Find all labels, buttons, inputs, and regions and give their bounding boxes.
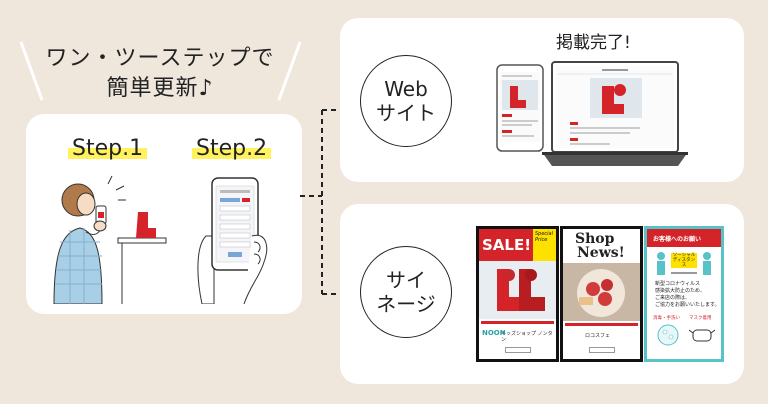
step1-illustration	[53, 175, 167, 304]
signage-notice-board: お客様へのお願い ソーシャル ディスタンス 新型コロナウィルス 感染拡大防止のた…	[644, 226, 724, 362]
shopnews-info-strip	[565, 323, 638, 326]
shopnews-title-line2: News!	[577, 245, 625, 261]
web-circle-line1: Web	[384, 77, 428, 101]
headline-line2: 簡単更新♪	[106, 76, 214, 101]
sale-boot-photo	[479, 261, 556, 319]
step1-label: Step.1	[68, 136, 148, 161]
notice-header	[647, 229, 721, 247]
signage-shopnews-board: Shop News! ロコスフェ	[560, 226, 643, 362]
sale-corner-text: Special Price	[535, 231, 554, 243]
web-circle-line2: サイト	[376, 101, 436, 125]
web-done-label: 掲載完了!	[556, 33, 631, 53]
mask-icon	[689, 329, 715, 342]
sale-brand-logo: NOON	[482, 329, 506, 337]
step2-label: Step.2	[192, 136, 272, 161]
sale-corner-tag	[533, 229, 556, 261]
shopnews-title-line1: Shop	[575, 231, 615, 247]
shopnews-store-name: ロコスフェ	[585, 333, 611, 339]
notice-body-1: 新型コロナウィルス	[655, 281, 701, 287]
handwash-icon	[657, 324, 679, 346]
notice-title: お客様へのお願い	[653, 236, 702, 243]
signage-sale-board: SALE! Special Price キッズショップ ノンタン NOON	[476, 226, 559, 362]
sale-footer-bar	[505, 347, 531, 353]
notice-body-2: 感染拡大防止のため、	[655, 288, 706, 294]
sale-badge: SALE!	[482, 236, 532, 254]
notice-left-caption: 消毒・手洗い	[653, 316, 680, 321]
signage-circle: サイ ネージ	[360, 246, 452, 338]
web-circle: Web サイト	[360, 55, 452, 147]
headline-line1: ワン・ツーステップで	[45, 46, 275, 71]
sale-info-strip	[481, 321, 554, 324]
step2-illustration	[197, 177, 268, 304]
people-distance-icon	[657, 252, 711, 275]
notice-body-4: ご協力をお願いいたします。	[655, 302, 720, 308]
signage-circle-line1: サイ	[386, 268, 426, 292]
notice-right-caption: マスク着用	[689, 316, 712, 321]
shopnews-food-photo	[563, 263, 640, 321]
notice-distance-label: ソーシャル ディスタンス	[671, 253, 697, 268]
web-phone-mockup	[496, 64, 544, 152]
sale-store-name: キッズショップ ノンタン	[501, 331, 553, 343]
shopnews-footer-bar	[589, 347, 615, 353]
signage-circle-line2: ネージ	[376, 292, 436, 316]
web-laptop-mockup	[542, 61, 688, 166]
notice-body-3: ご来店の際は、	[655, 295, 691, 301]
